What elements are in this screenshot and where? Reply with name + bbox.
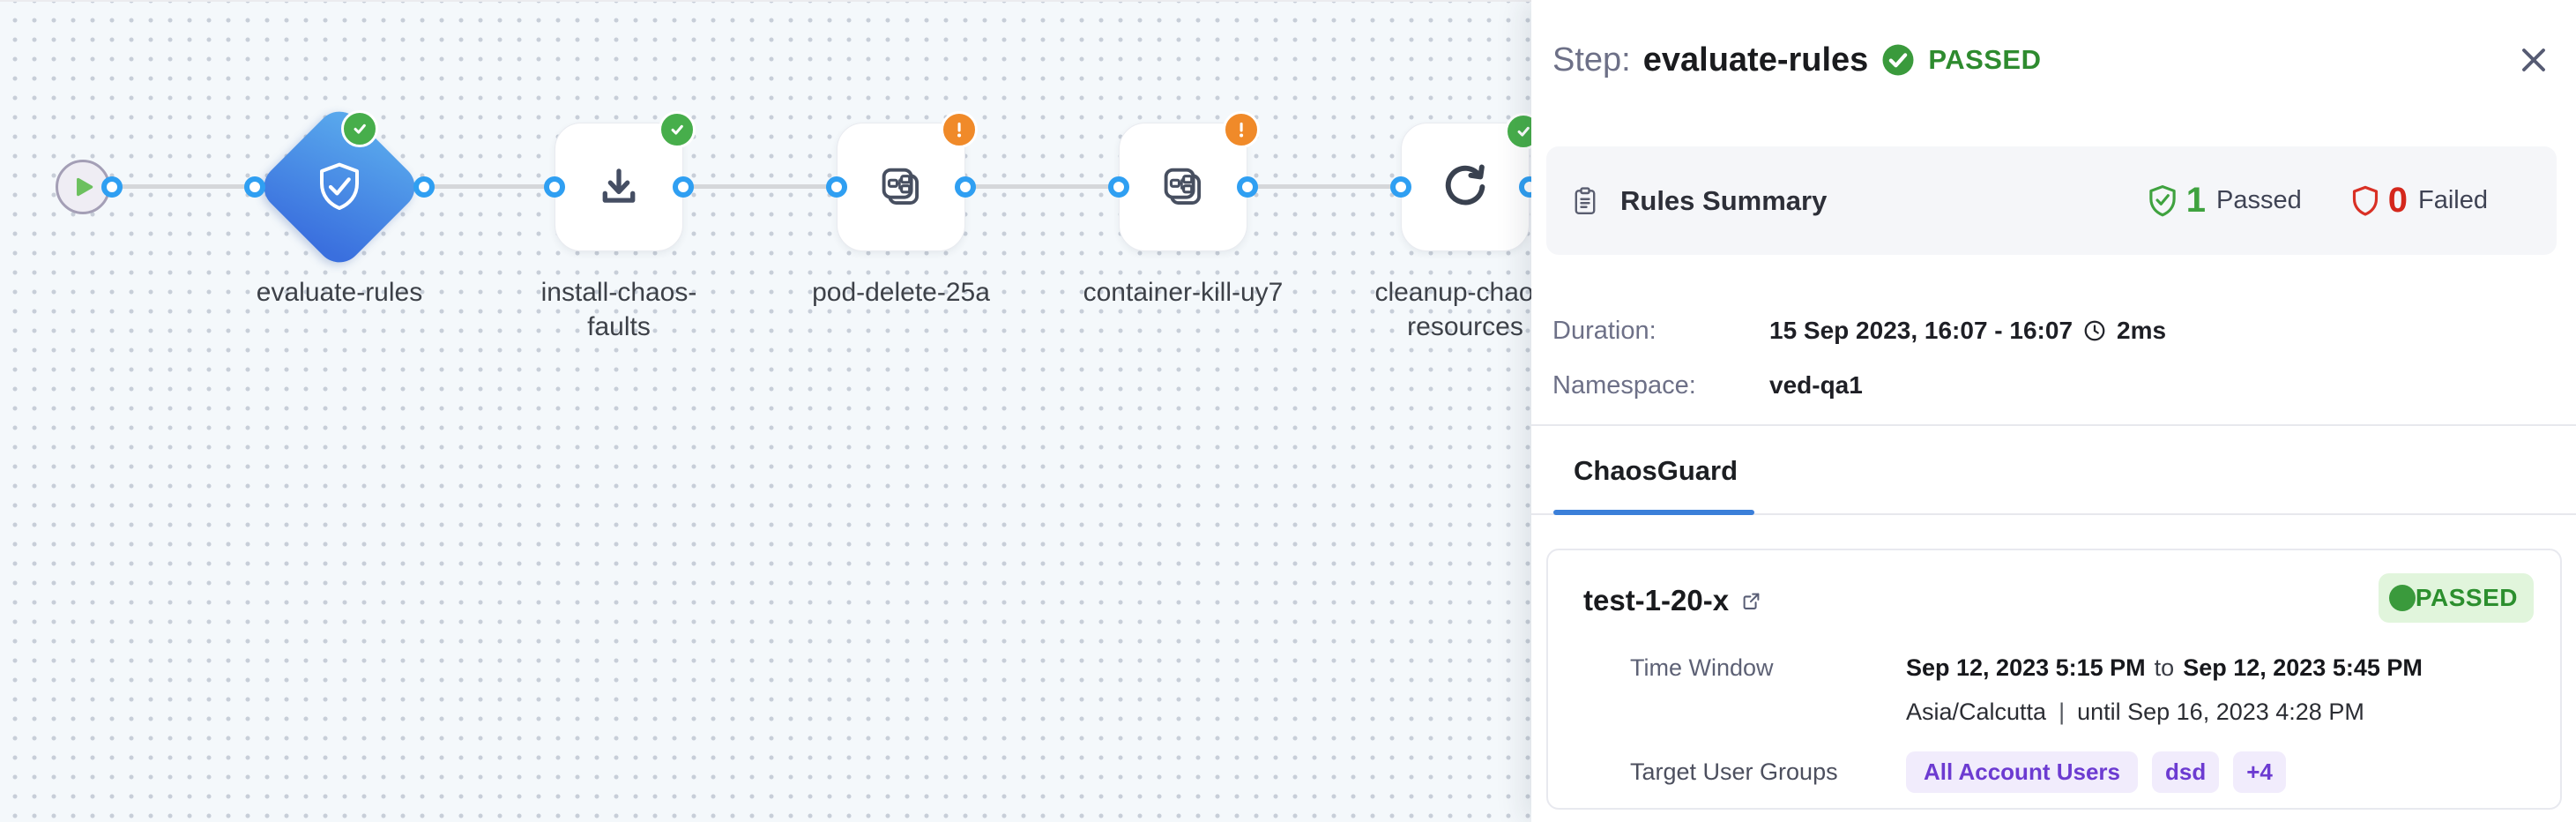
- guard-title-row: test-1-20-x: [1583, 577, 1763, 624]
- edge-line: [112, 184, 255, 189]
- close-icon: [2522, 49, 2545, 71]
- download-icon: [602, 168, 636, 203]
- passed-count: 1: [2185, 181, 2207, 220]
- status-badge-success-icon: [659, 111, 696, 148]
- status-badge-success-icon: [341, 110, 378, 147]
- edge-line: [965, 184, 1119, 189]
- group-chip[interactable]: All Account Users: [1906, 751, 2138, 793]
- tab-chaosguard[interactable]: ChaosGuard: [1574, 455, 1738, 486]
- duration-label: Duration:: [1552, 316, 1657, 345]
- status-badge-warning-icon: [1223, 111, 1260, 148]
- node-label: evaluate-rules: [256, 278, 423, 307]
- external-link-icon[interactable]: [1739, 589, 1763, 613]
- connector-port[interactable]: [413, 176, 435, 198]
- chaos-fault-icon: [1164, 168, 1202, 206]
- timezone-row: Asia/Calcutta | until Sep 16, 2023 4:28 …: [1630, 699, 2534, 726]
- time-window-row: Time Window Sep 12, 2023 5:15 PM to Sep …: [1630, 654, 2534, 682]
- node-evaluate-rules[interactable]: [254, 101, 425, 273]
- time-window-label: Time Window: [1630, 654, 1774, 681]
- status-badge-warning-icon: [941, 111, 978, 148]
- timezone-value: Asia/Calcutta: [1906, 699, 2047, 725]
- connector-port[interactable]: [1390, 176, 1411, 198]
- step-title-prefix: Step:: [1552, 41, 1631, 78]
- guard-condition-name: test-1-20-x: [1583, 584, 1730, 616]
- rules-summary-title: Rules Summary: [1620, 184, 1828, 216]
- chaosguard-condition-card: test-1-20-x PASSED Time Window Sep 12, 2…: [1546, 549, 2562, 810]
- connector-port[interactable]: [544, 176, 565, 198]
- chaos-fault-icon: [882, 168, 919, 206]
- time-window-to: Sep 12, 2023 5:45 PM: [2183, 654, 2423, 681]
- shield-check-icon: [320, 162, 359, 210]
- connector-port[interactable]: [1237, 176, 1258, 198]
- clock-icon: [2084, 320, 2105, 341]
- duration-elapsed: 2ms: [2117, 317, 2167, 344]
- connector-port[interactable]: [826, 176, 847, 198]
- check-circle-icon: [1882, 44, 1914, 76]
- edge-line: [683, 184, 837, 189]
- target-group-chips: All Account Users dsd +4: [1906, 751, 2286, 793]
- target-user-groups-label: Target User Groups: [1630, 758, 1838, 785]
- duration-value: 15 Sep 2023, 16:07 - 16:07 2ms: [1769, 317, 2167, 344]
- rules-summary-counts: 1 Passed 0 Failed: [2144, 181, 2488, 220]
- step-details-panel: Step: evaluate-rules PASSED Rules Summar…: [1531, 0, 2576, 822]
- step-status-badge: PASSED: [1928, 44, 2042, 75]
- play-icon: [77, 177, 93, 197]
- connector-port[interactable]: [244, 176, 265, 198]
- connector-port[interactable]: [673, 176, 694, 198]
- edge-line: [424, 184, 555, 189]
- node-container-kill-uy7[interactable]: [1119, 123, 1247, 251]
- node-label: pod-delete-25a: [812, 278, 990, 307]
- panel-header: Step: evaluate-rules PASSED: [1552, 34, 2555, 86]
- connector-port[interactable]: [101, 176, 123, 198]
- tab-hairline: [1531, 513, 2576, 515]
- rules-summary-card: Rules Summary 1 Passed 0 Failed: [1546, 146, 2557, 255]
- clipboard-icon: [1575, 186, 1596, 214]
- time-window-joiner: to: [2154, 654, 2175, 681]
- group-chip-more[interactable]: +4: [2233, 751, 2286, 793]
- edge-line: [1247, 184, 1401, 189]
- namespace-row: Namespace: ved-qa1: [1552, 368, 2555, 403]
- shield-failed-icon: [2352, 185, 2378, 216]
- failed-label: Failed: [2418, 186, 2488, 214]
- target-user-groups-row: Target User Groups All Account Users dsd…: [1630, 751, 2534, 793]
- shield-passed-icon: [2149, 184, 2176, 216]
- step-name: evaluate-rules: [1642, 41, 1869, 78]
- passed-label: Passed: [2216, 186, 2302, 214]
- node-label: cleanup-chaos- resources: [1374, 278, 1556, 341]
- connector-port[interactable]: [955, 176, 976, 198]
- status-dot-icon: [2388, 585, 2416, 611]
- valid-until-value: until Sep 16, 2023 4:28 PM: [2077, 699, 2364, 725]
- close-button[interactable]: [2513, 39, 2555, 81]
- duration-row: Duration: 15 Sep 2023, 16:07 - 16:07 2ms: [1552, 313, 2555, 348]
- active-tab-underline: [1553, 510, 1754, 515]
- node-label: container-kill-uy7: [1083, 278, 1284, 307]
- retry-icon: [1445, 164, 1485, 206]
- section-divider: [1531, 424, 2576, 426]
- namespace-value: ved-qa1: [1769, 371, 1863, 399]
- node-label: install-chaos- faults: [540, 278, 697, 341]
- timezone-separator: |: [2059, 699, 2066, 725]
- group-chip[interactable]: dsd: [2151, 751, 2220, 793]
- failed-count: 0: [2387, 181, 2408, 220]
- start-node[interactable]: [56, 160, 110, 214]
- time-window-from: Sep 12, 2023 5:15 PM: [1906, 654, 2146, 681]
- guard-status-badge: PASSED: [2378, 573, 2534, 623]
- namespace-label: Namespace:: [1552, 370, 1696, 400]
- connector-port[interactable]: [1108, 176, 1129, 198]
- node-cleanup-chaos-resources[interactable]: [1401, 123, 1530, 251]
